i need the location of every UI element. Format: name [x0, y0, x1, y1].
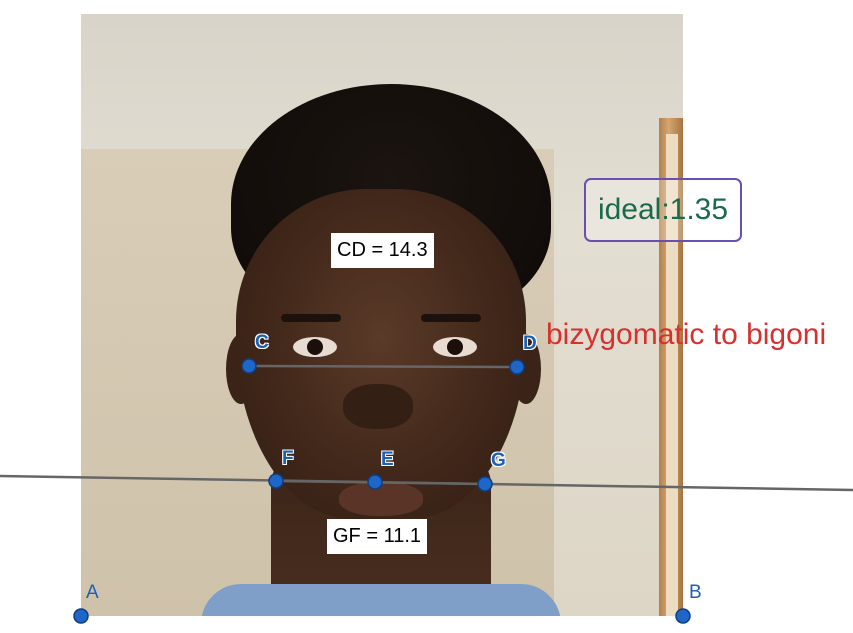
gf-measurement[interactable]: GF = 11.1 [327, 519, 428, 554]
photo-left-eye [293, 337, 337, 357]
point-c-label: C [255, 332, 269, 353]
point-a[interactable] [73, 608, 89, 624]
point-e[interactable] [367, 474, 383, 490]
photo-lips [339, 482, 423, 516]
point-b-label: B [689, 582, 702, 603]
photo-door-inner [666, 134, 678, 616]
bizygomatic-annotation[interactable]: bizygomatic to bigoni [546, 318, 827, 351]
point-b[interactable] [675, 608, 691, 624]
point-d[interactable] [509, 359, 525, 375]
point-c[interactable] [241, 358, 257, 374]
segment-cd[interactable] [248, 364, 518, 369]
photo-right-eye [433, 337, 477, 357]
point-a-label: A [86, 582, 99, 603]
point-e-label: E [381, 449, 394, 470]
photo-right-brow [421, 314, 481, 322]
cd-measurement[interactable]: CD = 14.3 [331, 233, 434, 268]
point-f[interactable] [268, 473, 284, 489]
point-d-label: D [523, 333, 537, 354]
photo-nose [343, 384, 413, 429]
ideal-ratio-box[interactable]: ideal:1.35 [584, 178, 742, 242]
face-photo[interactable] [81, 14, 683, 616]
point-g[interactable] [477, 476, 493, 492]
photo-shirt [201, 584, 561, 616]
ideal-ratio-text: ideal:1.35 [597, 193, 729, 226]
point-g-label: G [491, 450, 506, 471]
point-f-label: F [282, 448, 294, 469]
photo-left-brow [281, 314, 341, 322]
